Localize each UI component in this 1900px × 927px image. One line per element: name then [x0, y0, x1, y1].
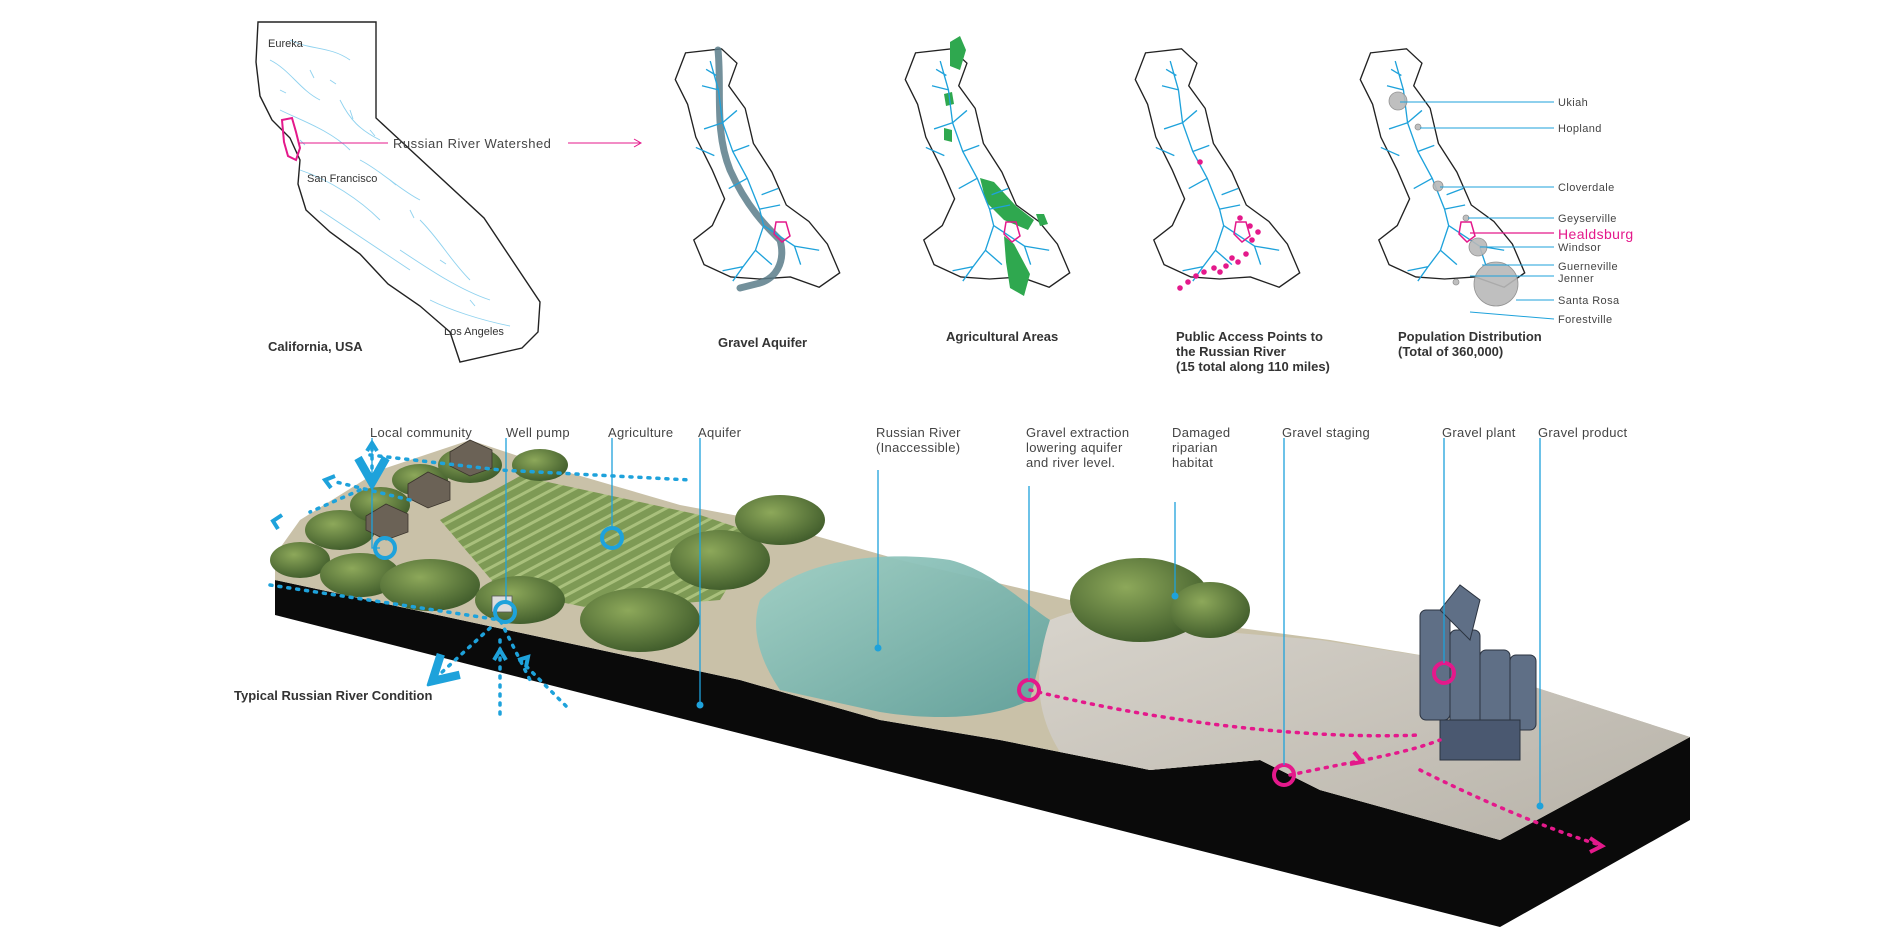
population-leaders — [1400, 101, 1555, 320]
callout-gravel-extraction: Gravel extraction lowering aquifer and r… — [1026, 425, 1133, 470]
town-cloverdale: Cloverdale — [1558, 182, 1615, 194]
california-map: Russian River Watershed Eureka San Franc… — [255, 21, 643, 363]
section-block — [270, 439, 1690, 927]
callout-line: and river level. — [1026, 455, 1115, 470]
ring-well-pump — [493, 600, 517, 624]
callout-line: riparian — [1172, 440, 1218, 455]
watershed-highlight — [280, 116, 302, 162]
town-labels: Ukiah Hopland Cloverdale Geyserville Hea… — [1558, 97, 1634, 326]
gravel-route — [1028, 688, 1422, 738]
callout-russian-river: Russian River (Inaccessible) — [876, 425, 965, 455]
staging-arrow-head — [1349, 750, 1366, 766]
quarry-area — [1039, 606, 1690, 840]
map-gravel-aquifer: Gravel Aquifer — [674, 46, 841, 350]
map-caption-public-access: Public Access Points to the Russian Rive… — [1176, 329, 1330, 374]
callout-line: habitat — [1172, 455, 1213, 470]
map-public-access: Public Access Points to the Russian Rive… — [1134, 47, 1330, 374]
callout-damaged-habitat: Damaged riparian habitat — [1172, 425, 1234, 470]
caption-line-1: Population Distribution — [1398, 329, 1542, 344]
town-windsor: Windsor — [1558, 242, 1601, 254]
caption-line-1: Public Access Points to — [1176, 329, 1323, 344]
callout-gravel-staging: Gravel staging — [1282, 425, 1370, 440]
condition-label: Typical Russian River Condition — [234, 688, 432, 703]
town-santa-rosa: Santa Rosa — [1558, 295, 1620, 307]
callout-line: Gravel extraction — [1026, 425, 1129, 440]
callout-well-pump: Well pump — [506, 425, 570, 440]
town-ukiah: Ukiah — [1558, 97, 1588, 109]
caption-line-2: (Total of 360,000) — [1398, 344, 1503, 359]
town-healdsburg: Healdsburg — [1558, 226, 1634, 242]
callout-line: Russian River — [876, 425, 961, 440]
callout-gravel-product: Gravel product — [1538, 425, 1628, 440]
soil-body — [275, 580, 1690, 927]
map-population: Ukiah Hopland Cloverdale Geyserville Hea… — [1359, 47, 1634, 359]
town-forestville: Forestville — [1558, 314, 1613, 326]
watershed-arrow-head — [633, 138, 643, 148]
watershed-label: Russian River Watershed — [393, 136, 551, 151]
callout-end-dots — [696, 592, 1544, 810]
callout-aquifer: Aquifer — [698, 425, 742, 440]
caption-line-2: the Russian River — [1176, 344, 1286, 359]
tree-canopy — [270, 447, 1250, 652]
callout-line: (Inaccessible) — [876, 440, 960, 455]
callout-gravel-plant: Gravel plant — [1442, 425, 1516, 440]
river-water — [756, 556, 1050, 717]
map-caption-population: Population Distribution (Total of 360,00… — [1398, 329, 1545, 359]
callout-line: lowering aquifer — [1026, 440, 1123, 455]
callout-line: Damaged — [1172, 425, 1230, 440]
callout-agriculture: Agriculture — [608, 425, 673, 440]
california-streams — [269, 39, 511, 327]
callout-leaders — [371, 438, 1541, 806]
product-arrow-head — [1588, 836, 1606, 854]
caption-line-3: (15 total along 110 miles) — [1176, 359, 1330, 374]
access-points — [1177, 159, 1261, 291]
town-guerneville: Guerneville — [1558, 261, 1618, 273]
california-title: California, USA — [268, 339, 363, 354]
gravel-plant-silos — [1419, 584, 1537, 761]
callout-local-community: Local community — [370, 425, 472, 440]
city-los-angeles: Los Angeles — [444, 326, 504, 338]
town-hopland: Hopland — [1558, 123, 1602, 135]
house-icon — [365, 503, 409, 541]
map-agricultural-areas: Agricultural Areas — [904, 36, 1071, 344]
town-jenner: Jenner — [1558, 273, 1594, 285]
watershed-outline-magenta — [773, 221, 791, 243]
california-outline — [255, 21, 541, 363]
map-caption-agricultural-areas: Agricultural Areas — [946, 329, 1058, 344]
blue-arrow-heads — [270, 439, 531, 668]
city-san-francisco: San Francisco — [307, 173, 377, 185]
city-eureka: Eureka — [268, 38, 304, 50]
callout-labels: Local community Well pump Agriculture Aq… — [234, 425, 1628, 703]
map-caption-gravel-aquifer: Gravel Aquifer — [718, 335, 807, 350]
town-geyserville: Geyserville — [1558, 213, 1617, 225]
